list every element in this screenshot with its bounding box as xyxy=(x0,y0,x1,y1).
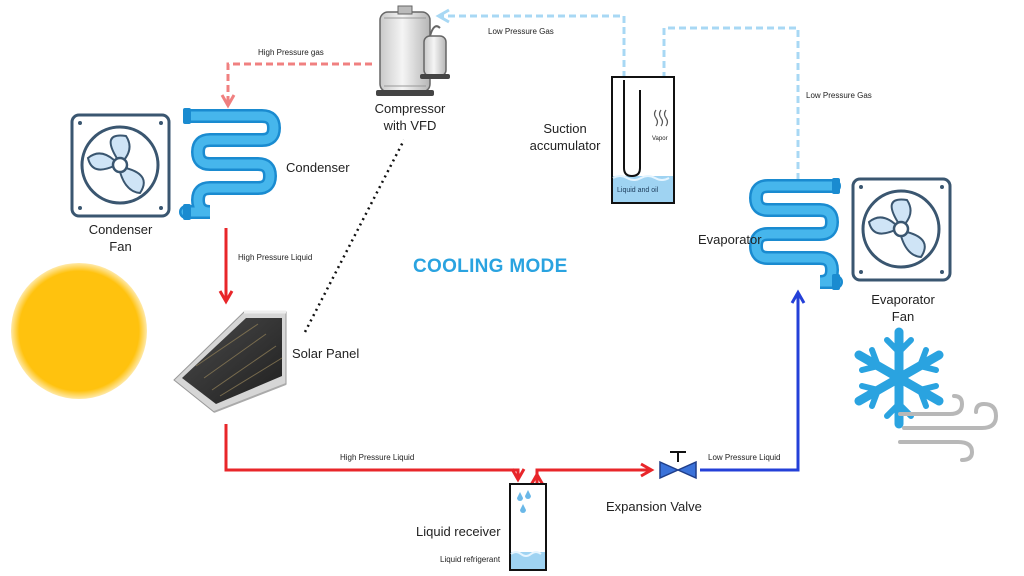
low-pressure-liquid-label: Low Pressure Liquid xyxy=(708,453,781,462)
solar-panel-label: Solar Panel xyxy=(292,346,360,361)
high-pressure-liquid-line-bottom xyxy=(224,424,526,483)
vapor-label: Vapor xyxy=(652,136,668,142)
low-pressure-gas-label-top: Low Pressure Gas xyxy=(488,27,554,36)
low-pressure-gas-line-right xyxy=(656,26,800,180)
high-pressure-gas-label: High Pressure gas xyxy=(258,48,324,57)
liquid-and-oil-label: Liquid and oil xyxy=(617,187,659,194)
snowflake-icon xyxy=(854,327,944,429)
diagram-title: COOLING MODE xyxy=(413,256,568,277)
suction-accumulator-icon xyxy=(611,76,675,204)
sun-icon xyxy=(11,263,147,399)
compressor-label: Compressor with VFD xyxy=(374,101,446,133)
high-pressure-liquid-label-left: High Pressure Liquid xyxy=(238,253,313,262)
low-pressure-gas-line-top xyxy=(435,8,626,78)
liquid-receiver-icon xyxy=(509,483,547,571)
condenser-fan-icon xyxy=(70,113,171,218)
low-pressure-gas-label-right: Low Pressure Gas xyxy=(806,91,872,100)
evaporator-fan-icon xyxy=(851,177,952,282)
evaporator-coil-icon xyxy=(748,178,843,290)
suction-accumulator-label: Suction accumulator xyxy=(529,121,601,153)
high-pressure-liquid-label-bottom: High Pressure Liquid xyxy=(340,453,415,462)
evaporator-fan-label: Evaporator Fan xyxy=(871,292,935,324)
condenser-label: Condenser xyxy=(286,160,350,175)
condenser-fan-label: Condenser Fan xyxy=(88,222,153,254)
expansion-valve-icon xyxy=(659,451,697,480)
vfd-power-line xyxy=(303,139,406,333)
compressor-icon xyxy=(376,5,450,96)
condenser-coil-icon xyxy=(179,108,282,220)
solar-panel-icon xyxy=(173,310,287,413)
low-pressure-liquid-line xyxy=(700,289,806,472)
liquid-refrigerant-label: Liquid refrigerant xyxy=(440,555,501,564)
wind-icon xyxy=(898,394,999,462)
high-pressure-gas-line xyxy=(220,62,372,109)
evaporator-label: Evaporator xyxy=(698,232,762,247)
liquid-receiver-label: Liquid receiver xyxy=(416,524,501,539)
expansion-valve-label: Expansion Valve xyxy=(606,499,702,514)
